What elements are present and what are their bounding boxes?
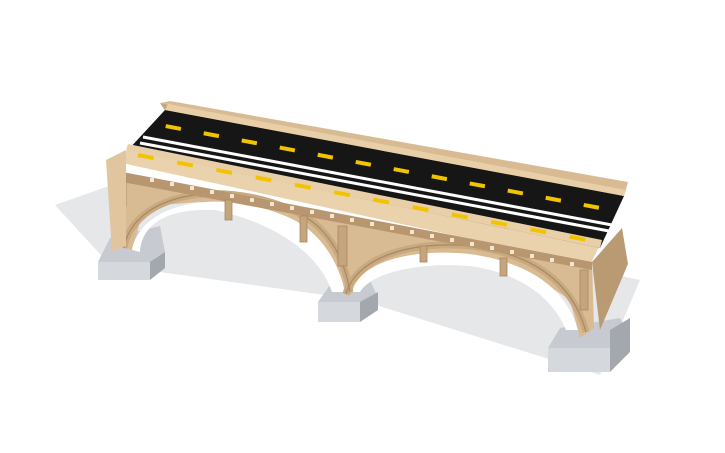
lane-dash bbox=[203, 131, 220, 139]
lane-dash bbox=[451, 212, 468, 220]
lane-dash bbox=[583, 202, 600, 210]
lane-dash bbox=[530, 227, 547, 235]
road-deck bbox=[126, 104, 626, 248]
lane-dash bbox=[569, 234, 586, 242]
lane-dash bbox=[216, 167, 233, 175]
lane-dash bbox=[412, 205, 429, 212]
lane-dash bbox=[490, 219, 508, 227]
lane-dash bbox=[176, 160, 194, 168]
lane-dash bbox=[137, 153, 154, 161]
pier-right bbox=[548, 318, 630, 372]
lane-dash bbox=[241, 138, 258, 146]
lane-dashes bbox=[137, 124, 600, 242]
lane-dash bbox=[279, 145, 296, 153]
lane-dash bbox=[333, 190, 351, 198]
lane-dash bbox=[393, 167, 410, 174]
lane-dash bbox=[165, 124, 182, 131]
arch-left bbox=[132, 201, 345, 292]
lane-dash bbox=[317, 152, 334, 160]
center-line-2 bbox=[139, 141, 610, 233]
lane-dash bbox=[507, 188, 524, 196]
lane-dash bbox=[469, 181, 486, 189]
lane-dash bbox=[255, 175, 272, 183]
lane-dash bbox=[373, 197, 390, 205]
lane-dash bbox=[431, 174, 448, 182]
center-line-1 bbox=[142, 135, 613, 227]
lane-dash bbox=[355, 159, 372, 167]
lane-dash bbox=[294, 182, 311, 190]
lane-dash bbox=[545, 195, 562, 203]
arch-right bbox=[352, 252, 578, 330]
